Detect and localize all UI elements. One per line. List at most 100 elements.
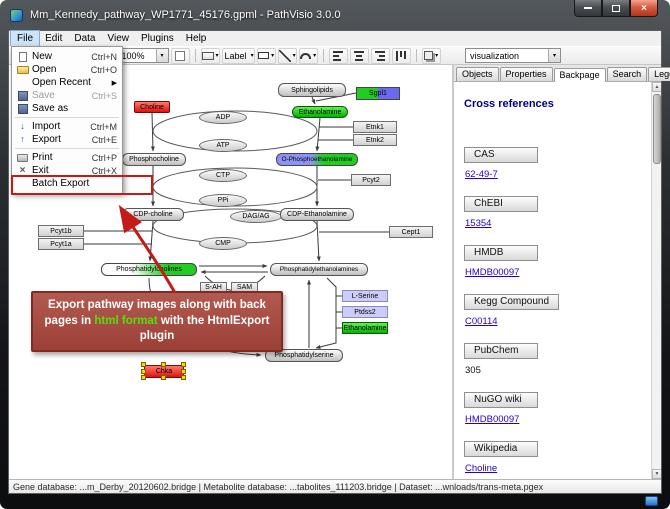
pathway-node-phosphatidylcholines[interactable]: Phosphatidylcholines [101, 263, 197, 276]
selection-handle[interactable] [181, 375, 186, 380]
zoom-combo-value: 100% [121, 50, 145, 61]
selection-handle[interactable] [141, 368, 146, 374]
pathway-node-cdp-ethanolamine[interactable]: CDP-Ethanolamine [280, 208, 354, 221]
pathway-node-o-phosphoethanolamine[interactable]: O-Phosphoethanolamine [276, 153, 358, 166]
dropdown-arrow-icon[interactable]: ▾ [548, 49, 560, 62]
selection-handle[interactable] [141, 362, 146, 367]
stack-button[interactable]: ▾ [421, 47, 441, 64]
pathway-node-cmp[interactable]: CMP [199, 237, 247, 250]
pathway-node-sphingolipids[interactable]: Sphingolipids [278, 83, 346, 97]
save-as-icon [17, 103, 28, 114]
scroll-up-icon[interactable]: ▲ [652, 82, 661, 92]
line-tool-button[interactable]: ▾ [277, 47, 297, 64]
dropdown-arrow-icon: ▾ [313, 53, 317, 59]
crossref-link[interactable]: HMDB00097 [465, 414, 520, 425]
menu-view[interactable]: View [107, 33, 129, 44]
tab-search[interactable]: Search [606, 67, 648, 81]
pathway-node-ptdss2[interactable]: Ptdss2 [342, 306, 388, 318]
titlebar[interactable]: Mm_Kennedy_pathway_WP1771_45176.gpml - P… [0, 0, 670, 30]
sidebar-scrollbar[interactable]: ▲ ▼ [651, 82, 661, 479]
menu-file[interactable]: File [9, 30, 41, 47]
menu-shortcut: Ctrl+N [91, 51, 117, 62]
close-button[interactable]: × [630, 0, 658, 17]
arc-tool-button[interactable]: ▾ [298, 47, 318, 64]
zoom-combo[interactable]: 100% ▾ [116, 48, 169, 63]
align-top-button[interactable] [391, 47, 411, 64]
pathway-node-phosphocholine[interactable]: Phosphocholine [122, 153, 186, 166]
menu-help[interactable]: Help [185, 33, 207, 44]
pathway-node-pcyt1a[interactable]: Pcyt1a [38, 238, 84, 250]
align-left-button[interactable] [328, 47, 348, 64]
pathway-node-atp[interactable]: ATP [199, 139, 247, 152]
pathway-node-ethanolamine[interactable]: Ethanolamine [292, 106, 348, 118]
selection-handle[interactable] [161, 362, 166, 367]
selection-handle[interactable] [181, 362, 186, 367]
gene-node-button[interactable]: ▾ [200, 47, 220, 64]
menu-item-batch-export[interactable]: Batch Export [11, 175, 153, 195]
menu-data[interactable]: Data [74, 33, 96, 44]
align-right-button[interactable] [370, 47, 390, 64]
maximize-button[interactable] [602, 0, 630, 17]
callout-text-after: with the HtmlExport plugin [139, 314, 270, 343]
selection-handle[interactable] [141, 375, 146, 380]
pathway-node-sgpl1[interactable]: Sgpl1 [356, 87, 400, 100]
menu-item-icon-slot [15, 90, 30, 101]
menu-plugins[interactable]: Plugins [140, 33, 174, 44]
zoom-fit-button[interactable] [170, 47, 190, 64]
selection-handle[interactable] [181, 368, 186, 374]
crossref-link[interactable]: HMDB00097 [465, 267, 520, 278]
crossref-link[interactable]: 15354 [465, 218, 492, 229]
minimize-button[interactable] [574, 0, 602, 17]
crossref-header: PubChem [464, 343, 538, 359]
selection-handle[interactable] [161, 375, 166, 380]
main-content: Export pathway images along with back pa… [9, 65, 670, 479]
tab-properties[interactable]: Properties [499, 67, 553, 81]
menu-edit[interactable]: Edit [45, 33, 63, 44]
crossref-link[interactable]: C00114 [465, 316, 498, 327]
pathway-node-l-serine[interactable]: L-Serine [342, 290, 388, 302]
pathway-node-cept1[interactable]: Cept1 [389, 226, 433, 238]
menu-item-label: Save [32, 90, 55, 101]
scroll-down-icon[interactable]: ▼ [652, 469, 661, 479]
crossref-link[interactable]: 62-49-7 [465, 169, 498, 180]
tab-legend[interactable]: Legend [648, 67, 670, 81]
pathway-node-pcyt2[interactable]: Pcyt2 [351, 174, 391, 186]
menu-item-label: Open [32, 64, 57, 75]
maximize-icon [612, 4, 620, 12]
pathway-node-dag[interactable]: DAG/AG [230, 210, 282, 223]
pathway-node-ctp[interactable]: CTP [199, 169, 247, 182]
pathway-node-etnk1[interactable]: Etnk1 [353, 121, 397, 133]
scrollbar-thumb[interactable] [653, 94, 661, 164]
pathway-node-ppi[interactable]: PPi [199, 194, 247, 207]
align-center-button[interactable] [349, 47, 369, 64]
pathway-node-pcyt1b[interactable]: Pcyt1b [38, 225, 84, 237]
rect-tool-button[interactable]: ▾ [256, 47, 276, 64]
label-tool-button[interactable]: Label▾ [221, 47, 255, 64]
tab-objects[interactable]: Objects [456, 67, 499, 81]
menu-item-icon-slot [15, 153, 30, 162]
pathway-node-choline[interactable]: Choline [134, 101, 170, 113]
pathway-node-adp[interactable]: ADP [199, 111, 247, 124]
pathway-node-etnk2[interactable]: Etnk2 [353, 134, 397, 146]
menu-item-open-recent[interactable]: Open Recent▶ [12, 76, 122, 89]
dropdown-arrow-icon[interactable]: ▾ [155, 49, 168, 62]
menu-item-save-as[interactable]: Save as [12, 102, 122, 115]
tab-backpage[interactable]: Backpage [553, 68, 606, 82]
pathway-node-ethanolamine-2[interactable]: Ethanolamine [342, 322, 388, 334]
pathway-node-cdp-choline[interactable]: CDP-choline [122, 208, 184, 221]
pathway-canvas[interactable]: Export pathway images along with back pa… [9, 65, 454, 479]
crossref-link[interactable]: Choline [465, 463, 498, 474]
pathway-node-phosphatidylserine[interactable]: Phosphatidylserine [265, 349, 343, 362]
pathway-node-phosphatidylethanolamines[interactable]: Phosphatidylethanolamines [270, 263, 368, 276]
visualization-combo[interactable]: visualization▾ [465, 48, 561, 63]
crossref-header: NuGO wiki [464, 392, 538, 408]
